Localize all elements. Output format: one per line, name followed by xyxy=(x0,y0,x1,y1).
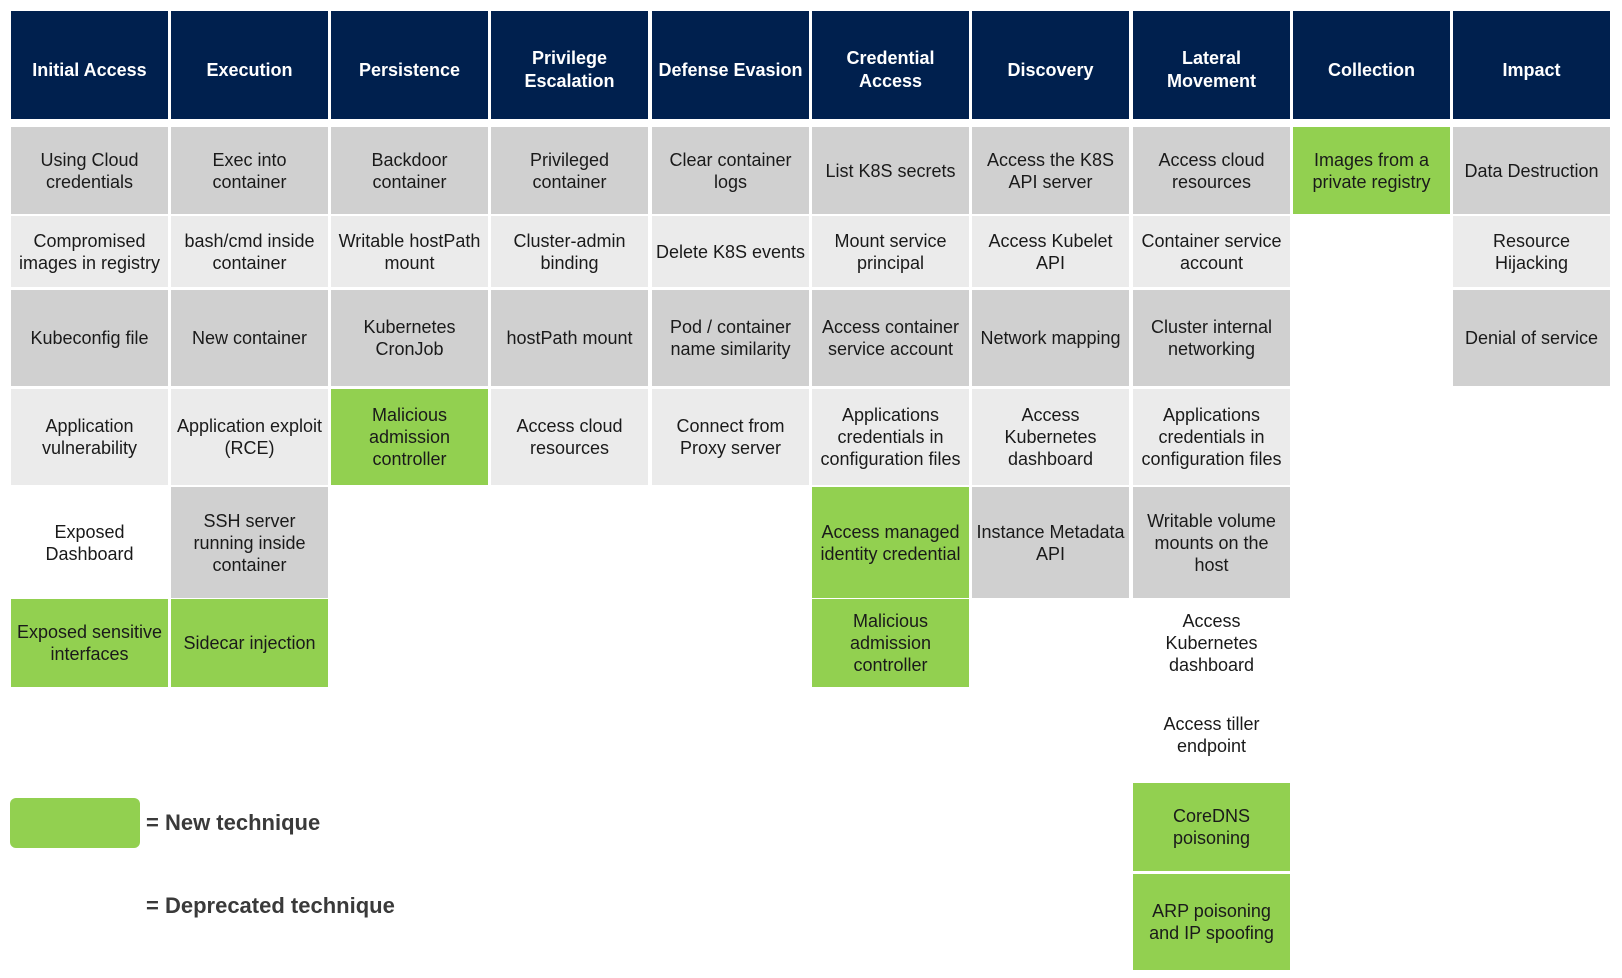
technique-cell-network-mapping: Network mapping xyxy=(972,290,1129,386)
technique-cell-malicious-admission-controller: Malicious admission controller xyxy=(331,389,488,485)
technique-cell-connect-from-proxy-server: Connect from Proxy server xyxy=(652,389,809,485)
technique-cell-bash-cmd-inside-container: bash/cmd inside container xyxy=(171,216,328,287)
column-header-execution: Execution xyxy=(171,11,328,119)
technique-cell-access-kubernetes-dashboard: Access Kubernetes dashboard xyxy=(1165,611,1258,675)
column-header-persistence: Persistence xyxy=(331,11,488,119)
legend-label-deprecated: = Deprecated technique xyxy=(146,893,395,918)
technique-cell-kubernetes-cronjob: Kubernetes CronJob xyxy=(331,290,488,386)
technique-cell-new-container: New container xyxy=(171,290,328,386)
column-header-collection: Collection xyxy=(1293,11,1450,119)
technique-cell-applications-credentials-in-configuration-files: Applications credentials in configuratio… xyxy=(812,389,969,485)
column-header-impact: Impact xyxy=(1453,11,1610,119)
technique-cell-access-cloud-resources: Access cloud resources xyxy=(1133,127,1290,214)
technique-cell-kubeconfig-file: Kubeconfig file xyxy=(11,290,168,386)
technique-cell-sidecar-injection: Sidecar injection xyxy=(171,599,328,687)
column-header-discovery: Discovery xyxy=(972,11,1129,119)
technique-cell-access-the-k8s-api-server: Access the K8S API server xyxy=(972,127,1129,214)
technique-cell-hostpath-mount: hostPath mount xyxy=(491,290,648,386)
legend-swatch-deprecated xyxy=(10,881,140,931)
technique-cell-compromised-images-in-registry: Compromised images in registry xyxy=(11,216,168,287)
technique-cell-delete-k8s-events: Delete K8S events xyxy=(652,216,809,287)
technique-cell-exec-into-container: Exec into container xyxy=(171,127,328,214)
technique-cell-writable-hostpath-mount: Writable hostPath mount xyxy=(331,216,488,287)
column-header-defense-evasion: Defense Evasion xyxy=(652,11,809,119)
technique-cell-access-kubelet-api: Access Kubelet API xyxy=(972,216,1129,287)
technique-cell-container-service-account: Container service account xyxy=(1133,216,1290,287)
technique-cell-images-from-a-private-registry: Images from a private registry xyxy=(1293,127,1450,214)
technique-cell-cluster-admin-binding: Cluster-admin binding xyxy=(491,216,648,287)
technique-cell-cluster-internal-networking: Cluster internal networking xyxy=(1133,290,1290,386)
technique-cell-access-kubernetes-dashboard: Access Kubernetes dashboard xyxy=(972,389,1129,485)
technique-cell-access-cloud-resources: Access cloud resources xyxy=(491,389,648,485)
column-header-privilege-escalation: Privilege Escalation xyxy=(491,11,648,119)
technique-cell-exposed-dashboard: Exposed Dashboard xyxy=(45,521,134,564)
technique-cell-data-destruction: Data Destruction xyxy=(1453,127,1610,214)
technique-cell-denial-of-service: Denial of service xyxy=(1453,290,1610,386)
technique-cell-instance-metadata-api: Instance Metadata API xyxy=(972,487,1129,598)
column-header-credential-access: Credential Access xyxy=(812,11,969,119)
technique-cell-application-vulnerability: Application vulnerability xyxy=(11,389,168,485)
column-header-initial-access: Initial Access xyxy=(11,11,168,119)
technique-cell-using-cloud-credentials: Using Cloud credentials xyxy=(11,127,168,214)
technique-cell-access-container-service-account: Access container service account xyxy=(812,290,969,386)
technique-cell-exposed-sensitive-interfaces: Exposed sensitive interfaces xyxy=(11,599,168,687)
technique-cell-application-exploit-rce: Application exploit (RCE) xyxy=(171,389,328,485)
technique-cell-backdoor-container: Backdoor container xyxy=(331,127,488,214)
technique-cell-arp-poisoning-and-ip-spoofing: ARP poisoning and IP spoofing xyxy=(1133,874,1290,970)
legend-swatch-new xyxy=(10,798,140,848)
technique-cell-pod-container-name-similarity: Pod / container name similarity xyxy=(652,290,809,386)
technique-cell-mount-service-principal: Mount service principal xyxy=(812,216,969,287)
technique-cell-resource-hijacking: Resource Hijacking xyxy=(1453,216,1610,287)
column-header-lateral-movement: Lateral Movement xyxy=(1133,11,1290,119)
technique-cell-list-k8s-secrets: List K8S secrets xyxy=(812,127,969,214)
legend-label-new: = New technique xyxy=(146,810,321,835)
technique-cell-clear-container-logs: Clear container logs xyxy=(652,127,809,214)
technique-cell-applications-credentials-in-configuration-files: Applications credentials in configuratio… xyxy=(1133,389,1290,485)
technique-cell-access-managed-identity-credential: Access managed identity credential xyxy=(812,487,969,598)
technique-cell-malicious-admission-controller: Malicious admission controller xyxy=(812,599,969,687)
technique-cell-access-tiller-endpoint: Access tiller endpoint xyxy=(1163,714,1260,756)
technique-cell-ssh-server-running-inside-container: SSH server running inside container xyxy=(171,487,328,598)
technique-cell-coredns-poisoning: CoreDNS poisoning xyxy=(1133,783,1290,871)
technique-cell-privileged-container: Privileged container xyxy=(491,127,648,214)
technique-cell-writable-volume-mounts-on-the-host: Writable volume mounts on the host xyxy=(1133,487,1290,598)
